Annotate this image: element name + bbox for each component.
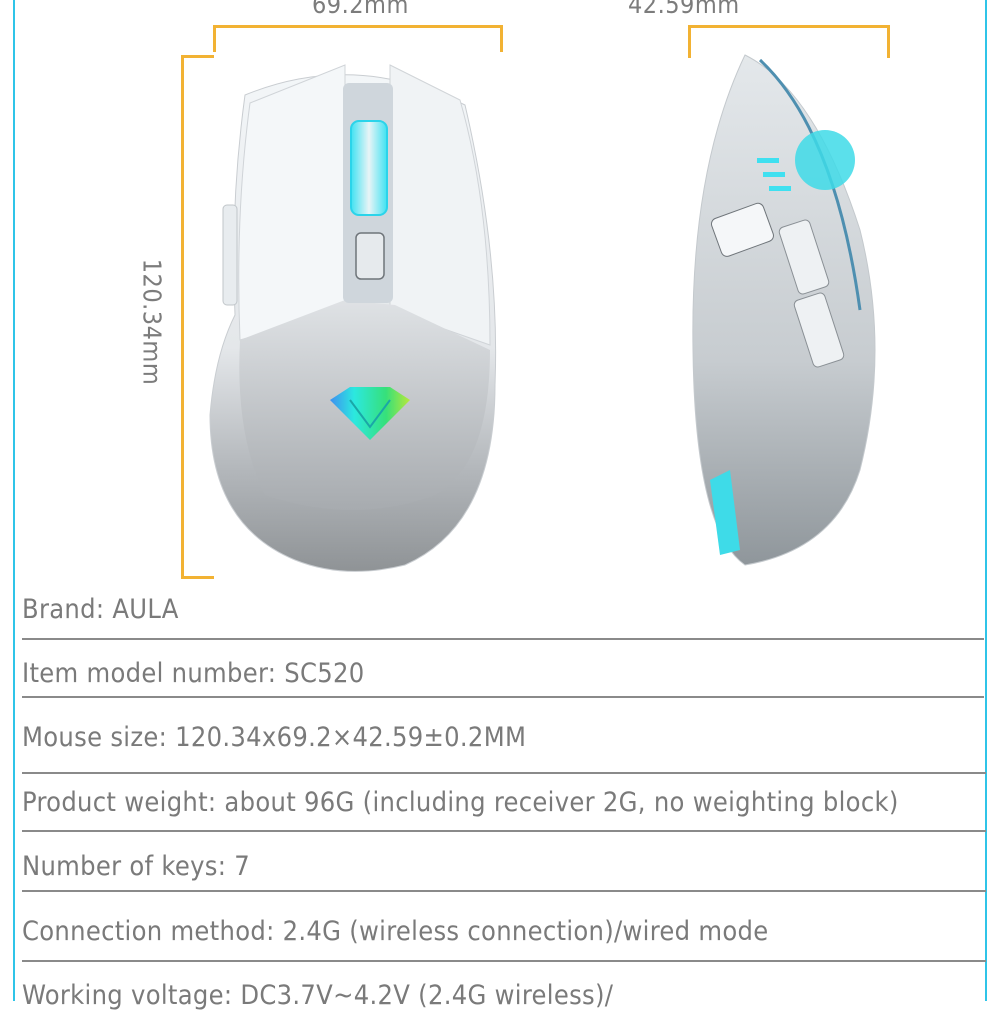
spec-number-of-keys: Number of keys: 7 — [22, 851, 250, 882]
spec-brand: Brand: AULA — [22, 594, 179, 625]
frame-border-right — [985, 0, 987, 1001]
side-width-dimension-label: 42.59mm — [628, 0, 740, 19]
spec-divider — [22, 638, 984, 640]
spec-product-weight: Product weight: about 96G (including rec… — [22, 787, 899, 818]
spec-divider — [22, 890, 986, 892]
spec-divider — [22, 960, 986, 962]
spec-model-number: Item model number: SC520 — [22, 658, 365, 689]
length-dimension-label: 120.34mm — [137, 258, 167, 386]
spec-divider — [22, 772, 986, 774]
side-width-bracket — [688, 25, 890, 58]
mouse-top-view-image — [209, 64, 497, 572]
frame-border-left — [13, 0, 15, 1001]
spec-mouse-size: Mouse size: 120.34x69.2×42.59±0.2MM — [22, 722, 527, 753]
spec-divider — [22, 830, 986, 832]
length-bracket — [181, 55, 214, 579]
spec-connection-method: Connection method: 2.4G (wireless connec… — [22, 916, 769, 947]
spec-working-voltage: Working voltage: DC3.7V~4.2V (2.4G wirel… — [22, 980, 614, 1011]
width-bracket — [213, 25, 503, 52]
width-dimension-label: 69.2mm — [312, 0, 409, 19]
mouse-side-view-image — [692, 54, 876, 566]
spec-divider — [22, 696, 984, 698]
